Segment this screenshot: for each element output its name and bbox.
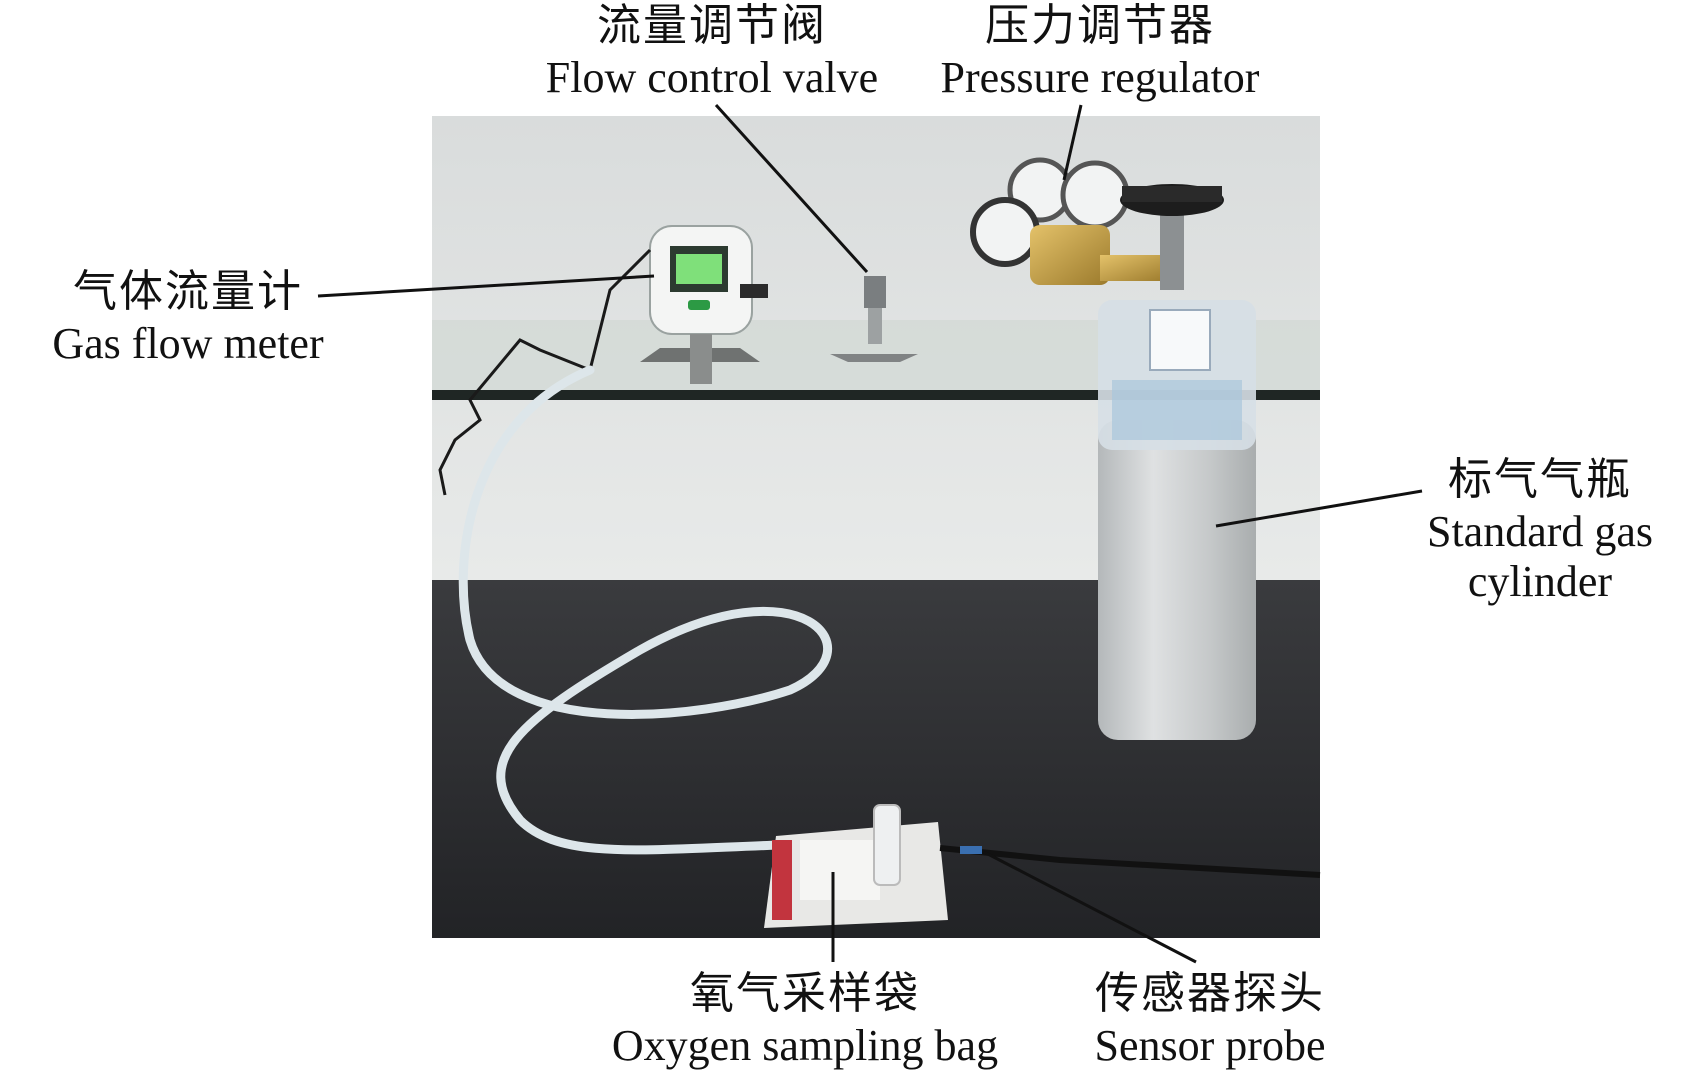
label-en: Pressure regulator [940,53,1260,102]
label-zh: 气体流量计 [73,266,303,317]
leader-pressure-regulator [1062,104,1083,181]
label-zh: 压力调节器 [985,0,1215,51]
label-en: Sensor probe [1094,1021,1326,1070]
leader-gas-flow-meter [317,274,655,298]
label-en: Gas flow meter [52,319,324,368]
label-zh: 传感器探头 [1095,968,1325,1019]
leader-cylinder [1215,489,1423,528]
oxygen-sampling-bag-device [764,804,948,928]
label-pressure-regulator: 压力调节器 Pressure regulator [910,4,1290,100]
label-en-line2: cylinder [1467,557,1613,606]
silicone-tubing [458,365,833,855]
gas-flow-meter-device [640,225,768,384]
label-flow-control-valve: 流量调节阀 Flow control valve [512,4,912,100]
label-zh: 标气气瓶 [1448,454,1632,505]
pressure-regulator-device [970,157,1224,290]
label-zh: 氧气采样袋 [690,968,920,1019]
label-standard-gas-cylinder: 标气气瓶 Standard gas cylinder [1400,458,1680,604]
label-zh: 流量调节阀 [597,0,827,51]
gas-cylinder-device [1098,300,1256,740]
label-gas-flow-meter: 气体流量计 Gas flow meter [28,270,348,366]
flow-control-valve-device [830,276,918,362]
label-oxygen-sampling-bag: 氧气采样袋 Oxygen sampling bag [575,972,1035,1068]
label-sensor-probe: 传感器探头 Sensor probe [1060,972,1360,1068]
leader-flow-valve [714,103,869,274]
label-en: Oxygen sampling bag [611,1021,999,1070]
leader-sensor-probe [983,850,1197,964]
meter-cable [438,248,652,496]
label-en: Flow control valve [545,53,879,102]
label-en-line1: Standard gas [1426,507,1654,556]
